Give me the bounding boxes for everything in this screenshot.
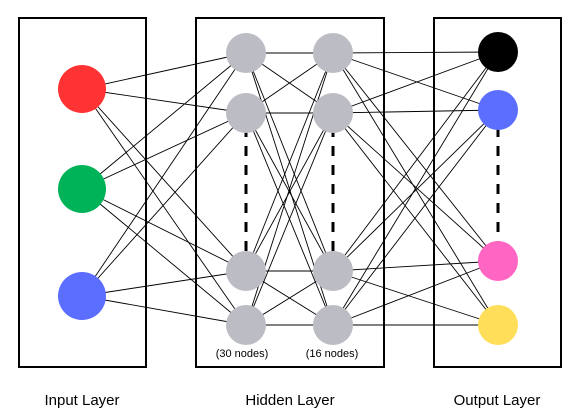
- input-node-3: [58, 272, 106, 320]
- input-node-2: [58, 165, 106, 213]
- edge-h2-out-1-1: [332, 51, 499, 54]
- edge-in-h1-3-4: [81, 295, 247, 326]
- hidden1-node-1: [226, 33, 266, 73]
- edge-in-h1-3-3: [81, 270, 247, 297]
- output-node-3: [478, 241, 518, 281]
- output-node-4: [478, 305, 518, 345]
- hidden2-node-2: [313, 93, 353, 133]
- edge-h2-out-1-3: [332, 52, 499, 262]
- hidden2-node-4: [313, 305, 353, 345]
- edge-in-h1-2-4: [81, 188, 247, 326]
- hidden1-node-4: [226, 305, 266, 345]
- nodes: [58, 32, 518, 345]
- edge-h2-out-3-4: [332, 270, 499, 326]
- input-layer-label: Input Layer: [44, 392, 119, 409]
- hidden2-node-count: (16 nodes): [306, 348, 359, 360]
- edge-h2-out-2-2: [332, 109, 499, 114]
- edge-in-h1-3-2: [81, 112, 247, 297]
- edge-in-h1-1-1: [81, 52, 247, 90]
- edge-h2-out-2-4: [332, 112, 499, 326]
- hidden2-node-3: [313, 251, 353, 291]
- hidden1-node-3: [226, 251, 266, 291]
- edge-in-h1-3-1: [81, 52, 247, 297]
- edge-in-h1-1-3: [81, 88, 247, 272]
- edge-h1-h2-3-1: [245, 52, 334, 272]
- edge-in-h1-2-3: [81, 188, 247, 272]
- edge-h2-out-2-1: [332, 51, 499, 114]
- input-node-1: [58, 65, 106, 113]
- edge-h2-out-2-3: [332, 112, 499, 262]
- edge-h2-out-3-1: [332, 51, 499, 272]
- edge-in-h1-1-2: [81, 88, 247, 114]
- hidden1-node-2: [226, 93, 266, 133]
- edge-h1-h2-3-2: [245, 112, 334, 272]
- ellipsis-lines: [244, 127, 500, 251]
- input-layer-box: [18, 17, 147, 368]
- edge-in-h1-2-2: [81, 112, 247, 190]
- edge-h2-out-4-2: [332, 109, 499, 326]
- hidden2-node-1: [313, 33, 353, 73]
- edge-h2-out-4-1: [332, 51, 499, 326]
- edge-h2-out-1-2: [332, 52, 499, 111]
- connections: [81, 51, 499, 326]
- edge-in-h1-1-4: [81, 88, 247, 326]
- hidden1-node-count: (30 nodes): [216, 348, 269, 360]
- edge-h2-out-4-3: [332, 260, 499, 326]
- edge-h2-out-3-2: [332, 109, 499, 272]
- hidden-layer-label: Hidden Layer: [245, 392, 334, 409]
- output-layer-box: [433, 17, 562, 368]
- edge-h2-out-3-3: [332, 260, 499, 272]
- hidden-layer-box: [195, 17, 385, 368]
- edge-h1-h2-4-2: [245, 112, 334, 326]
- output-layer-label: Output Layer: [454, 392, 541, 409]
- output-node-1: [478, 32, 518, 72]
- output-node-2: [478, 90, 518, 130]
- edge-in-h1-2-1: [81, 52, 247, 190]
